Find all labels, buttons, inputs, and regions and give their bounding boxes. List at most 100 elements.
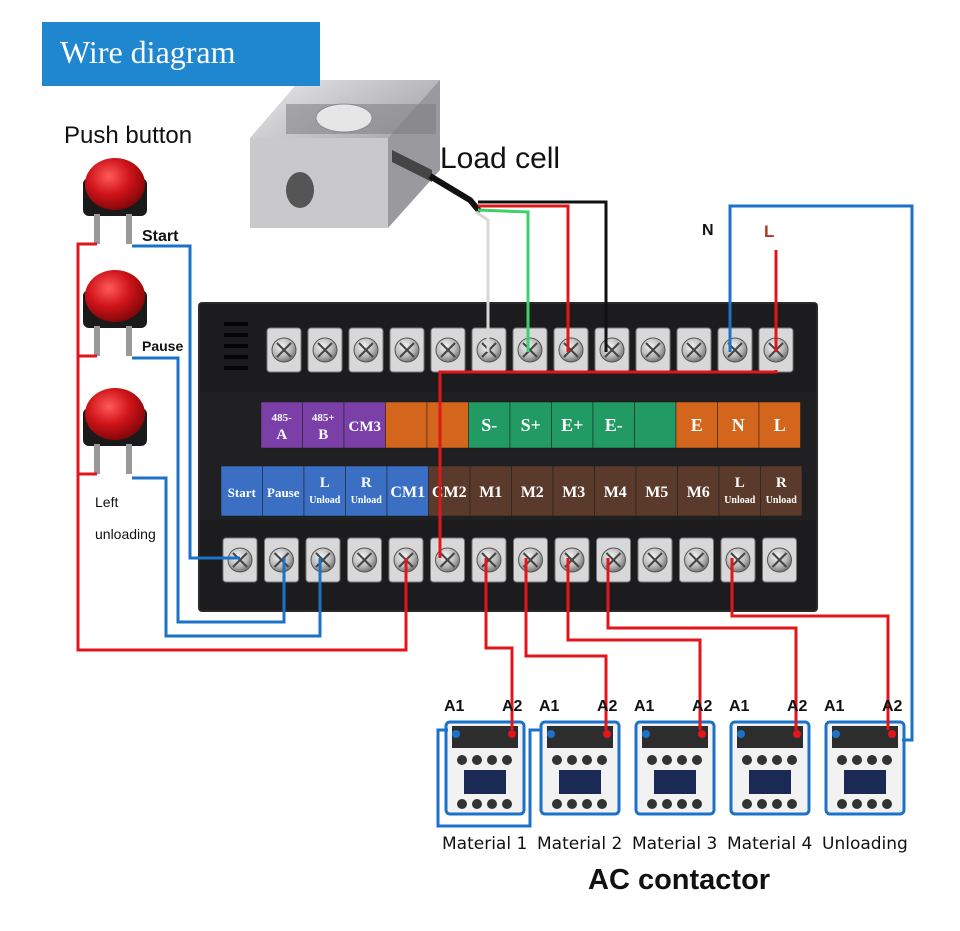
- contactor-a1-label: A1: [729, 698, 750, 715]
- screw-terminal-icon: [305, 537, 341, 583]
- upper-terminal-cell: E+: [551, 401, 594, 449]
- upper-terminal-cell: S+: [509, 401, 552, 449]
- screw-terminal-icon: [637, 537, 673, 583]
- screw-terminal-icon: [635, 327, 671, 373]
- lower-terminal-cell: M3: [552, 465, 595, 517]
- screw-terminal-icon: [264, 537, 299, 583]
- button-left-label: Left: [95, 494, 119, 510]
- wire-m1: [484, 558, 514, 730]
- terminal-label: Unload: [766, 495, 798, 506]
- contactor-name-label: Material 4: [727, 834, 813, 854]
- terminal-label: Unload: [724, 495, 756, 506]
- screw-terminal-icon: [596, 537, 631, 583]
- upper-terminal-cell: [634, 401, 677, 449]
- upper-terminal-cell: 485-A: [260, 401, 303, 449]
- lower-terminal-cell: M5: [635, 465, 678, 517]
- terminal-label: E-: [605, 415, 623, 435]
- wire-pause: [132, 356, 286, 624]
- upper-terminal-block: [266, 327, 794, 373]
- lower-terminal-cell: Start: [220, 465, 263, 517]
- wire-red-loadcell: [478, 204, 570, 352]
- screw-terminal-icon: [389, 327, 425, 373]
- wire-button-common: [76, 242, 408, 652]
- terminal-label: M5: [645, 484, 668, 501]
- terminal-label: Unload: [351, 495, 383, 506]
- terminal-label: CM3: [349, 419, 382, 435]
- contactor-icon: [634, 720, 716, 816]
- button-pause-label: Pause: [142, 338, 184, 354]
- screw-terminal-icon: [513, 537, 548, 583]
- contactor-icon: [824, 720, 906, 816]
- screw-terminal-icon: [554, 537, 590, 583]
- terminal-label: M2: [521, 484, 544, 501]
- wire-l-common: [438, 370, 778, 558]
- screw-terminal-icon: [553, 327, 589, 373]
- load-cell-icon: [250, 80, 483, 228]
- contactor-a2-label: A2: [502, 698, 523, 715]
- ac-contactor-title: AC contactor: [588, 864, 771, 896]
- lower-terminal-cell: CM1: [386, 465, 429, 517]
- screw-terminal-icon: [222, 537, 258, 583]
- push-button-icon: [83, 388, 147, 474]
- terminal-label: CM1: [390, 484, 425, 501]
- wire-a1-bus: [436, 728, 540, 828]
- terminal-label: E+: [561, 415, 583, 435]
- terminal-label: 485-: [272, 412, 293, 424]
- button-unloading-label: unloading: [95, 526, 156, 542]
- terminal-label: N: [732, 415, 745, 435]
- power-n-label: N: [702, 222, 714, 239]
- title-banner: Wire diagram: [42, 22, 320, 86]
- wiring: [76, 200, 914, 828]
- terminal-label: 485+: [312, 412, 335, 424]
- contactor-name-label: Material 2: [537, 834, 623, 854]
- upper-terminal-cell: E-: [592, 401, 635, 449]
- terminal-label: Start: [228, 485, 257, 500]
- power-l-label: L: [764, 222, 775, 241]
- upper-terminal-cell: S-: [468, 401, 511, 449]
- terminal-label: L: [320, 475, 330, 491]
- wire-m2: [524, 558, 608, 730]
- terminal-label: S+: [521, 415, 541, 435]
- load-cell-label: Load cell: [440, 142, 561, 175]
- screw-terminal-icon: [471, 537, 507, 583]
- screw-terminal-icon: [348, 327, 384, 373]
- screw-terminal-icon: [512, 327, 548, 373]
- terminal-label: CM2: [432, 484, 467, 501]
- screw-terminal-icon: [720, 537, 756, 583]
- wire-m4: [606, 558, 798, 730]
- upper-terminal-cell: L: [758, 401, 801, 449]
- button-start-label: Start: [142, 228, 179, 245]
- wire-green: [477, 208, 530, 352]
- lower-terminal-cell: M4: [594, 465, 637, 517]
- screw-terminal-icon: [266, 327, 302, 373]
- contactor-a2-label: A2: [597, 698, 618, 715]
- terminal-label: B: [318, 427, 328, 443]
- screw-terminal-icon: [430, 327, 466, 373]
- terminal-label: M4: [604, 484, 627, 501]
- terminal-label: Pause: [267, 485, 300, 500]
- terminal-label: L: [735, 475, 745, 491]
- screw-terminal-icon: [762, 537, 797, 583]
- lower-terminal-cell: M6: [677, 465, 720, 517]
- contactor-icon: [729, 720, 811, 816]
- screw-terminal-icon: [717, 327, 753, 373]
- upper-terminal-cell: [426, 401, 469, 449]
- push-button-icon: [83, 270, 147, 356]
- contactor-icon: [444, 720, 526, 816]
- upper-terminal-cell: [385, 401, 428, 449]
- terminal-label: M6: [687, 484, 710, 501]
- upper-terminal-cell: 485+ B: [302, 401, 345, 449]
- contactor-a1-label: A1: [539, 698, 560, 715]
- terminal-label: M1: [479, 484, 502, 501]
- contactor-a1-label: A1: [444, 698, 465, 715]
- lower-terminal-cell: CM2: [428, 465, 471, 517]
- wire-m3: [566, 558, 702, 730]
- push-button-label: Push button: [64, 122, 193, 149]
- wire-lunload: [730, 558, 890, 730]
- upper-terminal-cell: CM3: [343, 401, 386, 449]
- screw-terminal-icon: [347, 537, 382, 583]
